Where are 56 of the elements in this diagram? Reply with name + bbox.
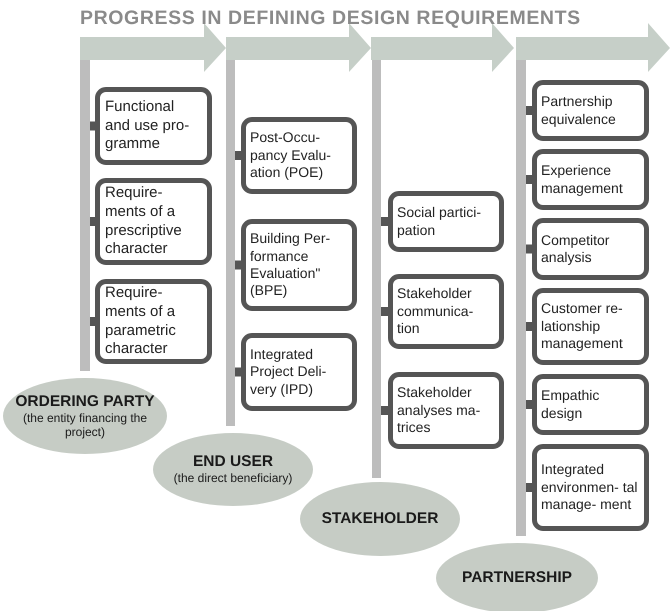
requirement-box xyxy=(532,80,649,141)
requirement-box xyxy=(532,218,649,280)
connector xyxy=(90,217,95,226)
connector xyxy=(235,151,241,160)
connector xyxy=(235,260,241,270)
connector xyxy=(526,400,532,409)
box-text: Integrated environmen- tal manage- ment xyxy=(541,461,638,514)
requirement-box xyxy=(388,274,504,349)
requirement-box xyxy=(532,374,649,435)
vertical-bar xyxy=(226,60,235,426)
box-text: Building Per- formance Evaluation" (BPE) xyxy=(250,230,332,300)
connector xyxy=(235,368,241,376)
requirement-box xyxy=(241,117,357,194)
ellipse-title: ORDERING PARTY xyxy=(15,392,155,411)
connector xyxy=(381,406,388,415)
requirement-box xyxy=(532,444,649,531)
requirement-box xyxy=(95,178,212,265)
connector xyxy=(526,106,532,115)
box-text: Competitor analysis xyxy=(541,232,610,266)
box-text: Integrated Project Deli- very (IPD) xyxy=(250,346,328,398)
box-text: Partnership equivalence xyxy=(541,93,617,128)
vertical-bar xyxy=(372,60,381,478)
box-text: Social partici- pation xyxy=(397,204,482,239)
requirement-box xyxy=(388,191,504,252)
requirement-box xyxy=(388,372,504,449)
ellipse-subtitle: (the direct beneficiary) xyxy=(172,471,294,486)
connector xyxy=(90,317,95,326)
requirement-box xyxy=(241,219,357,311)
vertical-bar xyxy=(80,60,90,371)
requirement-box xyxy=(241,333,357,411)
box-text: Stakeholder communica- tion xyxy=(397,285,474,338)
requirement-box xyxy=(95,87,212,165)
box-text: Stakeholder analyses ma- trices xyxy=(397,384,482,437)
box-text: Functional and use pro- gramme xyxy=(105,98,190,154)
ellipse-title: PARTNERSHIP xyxy=(462,569,572,587)
ellipse-title: END USER xyxy=(192,453,274,472)
requirement-box xyxy=(532,288,649,365)
ellipse-subtitle: (the entity financing the project) xyxy=(22,410,148,440)
connector xyxy=(90,122,95,130)
connector xyxy=(526,244,532,254)
connector xyxy=(526,483,532,492)
box-text: Empathic design xyxy=(541,387,600,422)
box-text: Require- ments of a prescriptive character xyxy=(105,184,183,259)
connector xyxy=(381,217,388,226)
box-text: Customer re- lationship management xyxy=(541,300,624,353)
requirement-box xyxy=(95,279,212,364)
connector xyxy=(526,322,532,331)
box-text: Experience management xyxy=(541,162,624,197)
diagram-title: PROGRESS IN DEFINING DESIGN REQUIREMENTS xyxy=(80,7,582,30)
connector xyxy=(381,307,388,316)
box-text: Require- ments of a parametric character xyxy=(105,284,177,359)
ellipse-title: STAKEHOLDER xyxy=(322,510,438,528)
connector xyxy=(526,175,532,184)
vertical-bar xyxy=(516,60,526,536)
box-text: Post-Occu- pancy Evalu- ation (POE) xyxy=(250,129,332,182)
requirement-box xyxy=(532,149,649,210)
